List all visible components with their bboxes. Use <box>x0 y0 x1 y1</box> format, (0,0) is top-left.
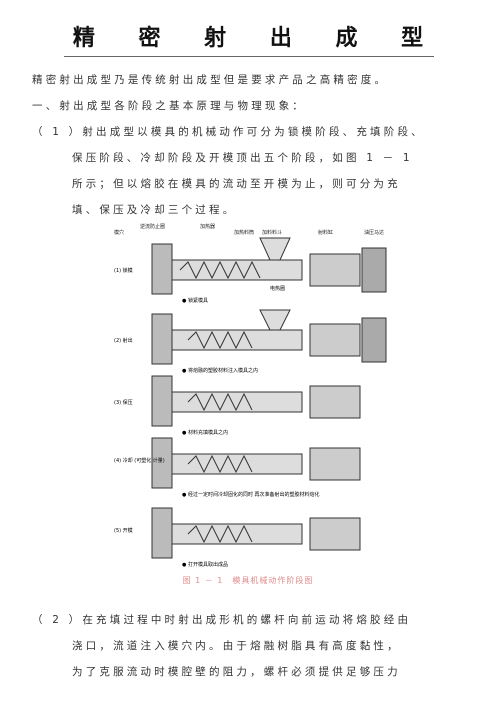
para1-line-1: （ 1 ）射出成型以模具的机械动作可分为锁模阶段、充填阶段、 <box>32 126 425 138</box>
para1-line-2: 保压阶段、冷却阶段及开模顶出五个阶段，如图 1 － 1 <box>72 152 413 164</box>
label-mold-cavity: 模穴 <box>114 229 124 236</box>
title-divider <box>64 56 434 57</box>
stage-2-group: (2) 射出 ● 将熔融的塑胶材料注入模具之内 <box>114 309 387 374</box>
figure-svg: 模穴 逆流防止圈 加热器 加热料筒 加料料斗 射料缸 油压马达 (1) 锁模 ●… <box>114 223 387 568</box>
stage-4-label: (4) 冷却 (可塑化 计量) <box>114 457 165 464</box>
label-check-ring: 逆流防止圈 <box>140 223 165 230</box>
stage-2-label: (2) 射出 <box>114 337 133 344</box>
label-hydraulic-motor: 油压马达 <box>364 229 384 236</box>
label-injection-cylinder: 射料缸 <box>318 229 333 236</box>
figure-caption: 图 1 － 1 模具机械动作阶段图 <box>182 576 314 585</box>
stage-4-note: ● 经过一定时间冷却固化的同时 再次准备射出的塑胶材料熔化 <box>182 491 320 498</box>
stage-3-group: (3) 保压 ● 材料充填模具之内 <box>114 375 361 436</box>
label-heater-band: 电热圈 <box>270 285 285 292</box>
para2-line-3: 为了克服流动时模腔壁的阻力，螺杆必须提供足够压力 <box>72 666 401 678</box>
stage-3-label: (3) 保压 <box>114 399 133 406</box>
injection-molding-figure: 模穴 逆流防止圈 加热器 加热料筒 加料料斗 射料缸 油压马达 (1) 锁模 ●… <box>100 220 396 576</box>
intro-text: 精密射出成型乃是传统射出成型但是要求产品之高精密度。 <box>32 74 389 86</box>
para1-line-3: 所示；但以熔胶在模具的流动至开模为止，则可分为充 <box>72 178 401 190</box>
stage-4-group: (4) 冷却 (可塑化 计量) ● 经过一定时间冷却固化的同时 再次准备射出的塑… <box>114 437 361 498</box>
page-title: 精 密 射 出 成 型 <box>72 25 442 51</box>
stage-5-note: ● 打开模具取出成品 <box>182 561 228 568</box>
label-heater: 加热器 <box>200 223 215 230</box>
section-heading: 一、射出成型各阶段之基本原理与物理现象： <box>32 100 306 112</box>
label-hopper: 加料料斗 <box>262 229 282 236</box>
stage-1-group: (1) 锁模 ● 锁紧模具 电热圈 <box>114 237 387 304</box>
stage-3-note: ● 材料充填模具之内 <box>182 429 228 436</box>
label-heating-barrel: 加热料筒 <box>234 229 254 236</box>
stage-5-group: (5) 开模 ● 打开模具取出成品 <box>114 507 361 568</box>
stage-5-label: (5) 开模 <box>114 527 133 534</box>
stage-1-label: (1) 锁模 <box>114 267 133 274</box>
stage-1-note: ● 锁紧模具 <box>182 297 208 304</box>
para2-line-2: 浇口，流道注入模穴内。由于熔融树脂具有高度黏性， <box>72 640 401 652</box>
para2-line-1: （ 2 ）在充填过程中时射出成形机的螺杆向前运动将熔胶经由 <box>32 614 412 626</box>
para1-line-4: 填、保压及冷却三个过程。 <box>72 204 237 216</box>
stage-2-note: ● 将熔融的塑胶材料注入模具之内 <box>182 367 258 374</box>
